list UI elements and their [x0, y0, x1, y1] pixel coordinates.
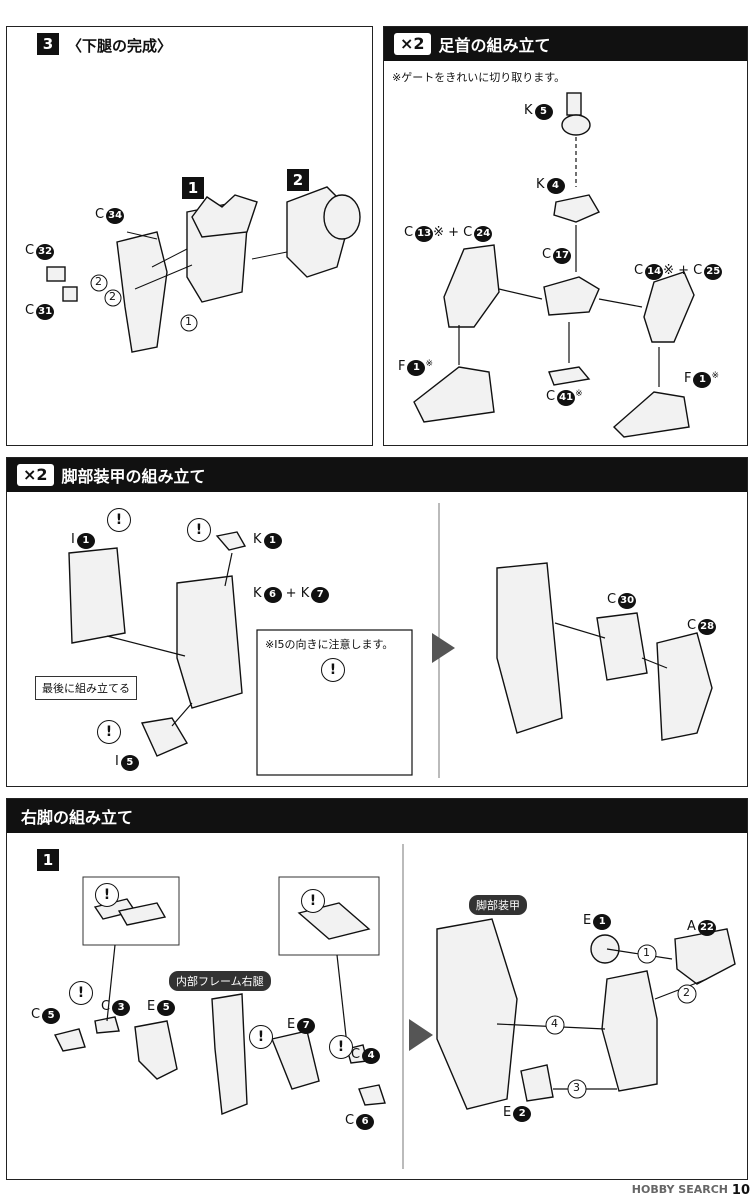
- caution-icon-i1: !: [107, 508, 131, 532]
- caution-icon-k1: !: [187, 518, 211, 542]
- right-leg-illustration: [53, 844, 736, 1169]
- label-order-4: 4: [551, 1017, 558, 1030]
- caution-icon-plate: !: [95, 883, 119, 907]
- label-order-1: 1: [185, 315, 192, 328]
- panel-title: 〈下腿の完成〉: [67, 37, 173, 55]
- panel-title: 脚部装甲の組み立て: [61, 467, 206, 486]
- caution-icon-frame: !: [249, 1025, 273, 1049]
- step-number: 3: [37, 33, 59, 55]
- sub-step-1: 1: [182, 177, 204, 199]
- gate-note: ※ゲートをきれいに切り取ります。: [392, 71, 566, 84]
- caution-icon-box: !: [321, 658, 345, 682]
- panel-header: ×2 脚部装甲の組み立て: [7, 458, 747, 492]
- panel-header: ×2 足首の組み立て: [384, 27, 747, 61]
- panel-right-leg: 右脚の組み立て 1: [6, 798, 748, 1180]
- panel-title: 右脚の組み立て: [21, 808, 134, 827]
- caution-icon-c3: !: [69, 981, 93, 1005]
- times-two-badge: ×2: [17, 464, 54, 486]
- label-order-2a: 2: [95, 275, 102, 288]
- watermark: HOBBY SEARCH: [631, 1183, 728, 1196]
- panel-title: 足首の組み立て: [438, 36, 551, 55]
- label-order-2b: 2: [109, 290, 116, 303]
- page-number: 10: [731, 1183, 750, 1198]
- label-order-3: 3: [573, 1081, 580, 1094]
- sub-step-2: 2: [287, 169, 309, 191]
- orientation-caution: ※I5の向きに注意します。: [265, 638, 394, 651]
- times-two-badge: ×2: [394, 33, 431, 55]
- lower-leg-illustration: [46, 186, 361, 353]
- caution-icon-i5: !: [97, 720, 121, 744]
- panel-header: 右脚の組み立て: [7, 799, 747, 833]
- leg-armor-tag: 脚部装甲: [469, 895, 527, 915]
- ankle-illustration: [413, 92, 695, 438]
- label-order-2: 2: [683, 986, 690, 999]
- step-number: 1: [37, 849, 59, 871]
- caution-icon-e7: !: [329, 1035, 353, 1059]
- leg-armor-illustration: [68, 503, 713, 778]
- caution-icon-bar: !: [301, 889, 325, 913]
- label-order-1: 1: [643, 946, 650, 959]
- inner-frame-tag: 内部フレーム右腿: [169, 971, 271, 991]
- assemble-last-box: 最後に組み立てる: [35, 676, 137, 700]
